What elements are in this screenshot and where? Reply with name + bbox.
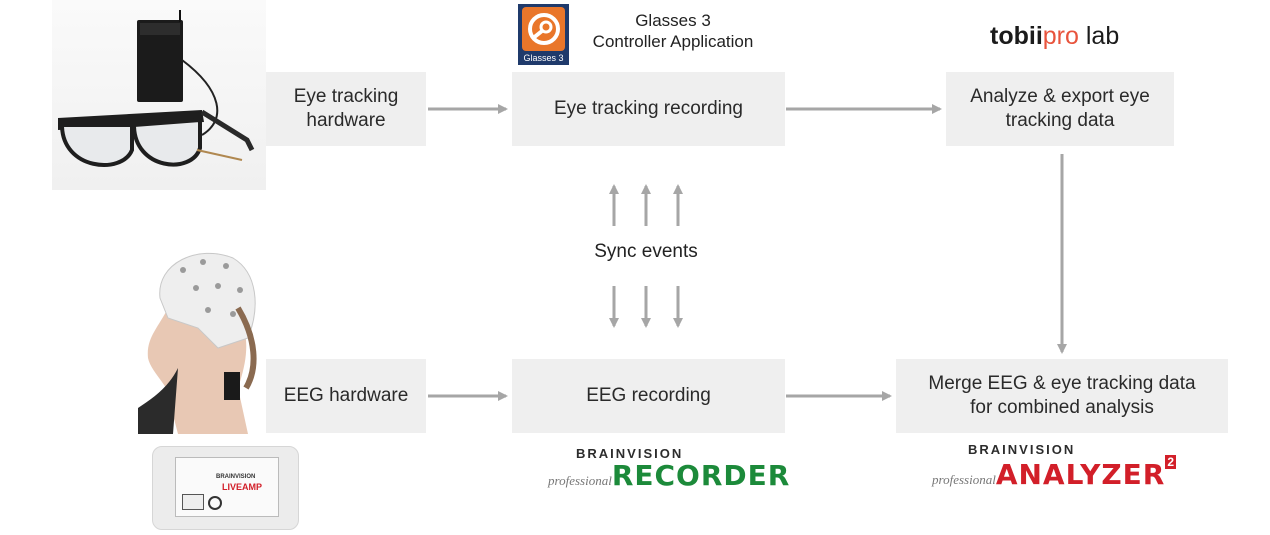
liveamp-brand: BRAINVISION <box>216 474 256 480</box>
eye-hw-line1: Eye tracking <box>293 86 399 107</box>
eye-rec-line1: Eye tracking recording <box>553 98 744 119</box>
analyzer-name: ANALYZER <box>995 458 1166 491</box>
merge-line1: Merge EEG & eye tracking data <box>928 373 1196 394</box>
liveamp-name: LIVEAMP <box>222 482 263 492</box>
glasses3-icon-label: Glasses 3 <box>523 53 564 63</box>
analyzer-brand: BRAINVISION <box>968 442 1076 457</box>
eye-tracking-glasses-image <box>52 0 266 190</box>
tobii-pro-word: pro <box>1042 22 1079 50</box>
box-analyze-export: Analyze & export eye tracking data <box>946 72 1174 146</box>
eeg-cap-head-image <box>138 248 260 434</box>
box-eye-tracking-hardware: Eye tracking hardware <box>266 72 426 146</box>
recorder-prefix: professional <box>548 473 612 488</box>
merge-line2: for combined analysis <box>970 397 1154 418</box>
box-eeg-recording: EEG recording <box>512 359 785 433</box>
analyzer-prefix: professional <box>932 472 996 487</box>
analyzer-version: 2 <box>1165 455 1177 469</box>
eeg-hw-line1: EEG hardware <box>283 385 409 406</box>
analyze-line1: Analyze & export eye <box>970 86 1150 107</box>
box-merge: Merge EEG & eye tracking data for combin… <box>896 359 1228 433</box>
sync-events-label: Sync events <box>594 241 698 262</box>
eye-hw-line2: hardware <box>306 110 386 131</box>
glasses3-app-icon: Glasses 3 <box>518 4 569 65</box>
glasses3-caption-line1: Glasses 3 <box>635 11 711 30</box>
tobii-pro-lab-logo: tobiipro lab <box>990 22 1119 51</box>
liveamp-device-image: BRAINVISION LIVEAMP <box>152 446 299 530</box>
analyze-line2: tracking data <box>1005 110 1115 131</box>
box-eye-tracking-recording: Eye tracking recording <box>512 72 785 146</box>
glasses3-app-caption: Glasses 3 Controller Application <box>578 10 768 52</box>
recorder-name: RECORDER <box>611 459 791 492</box>
recorder-brand: BRAINVISION <box>576 446 684 461</box>
tobii-word: tobii <box>990 22 1043 50</box>
tobii-lab-word: lab <box>1085 22 1120 50</box>
box-eeg-hardware: EEG hardware <box>266 359 426 433</box>
brainvision-recorder-logo: BRAINVISION professionalRECORDER <box>548 446 790 492</box>
eeg-rec-line1: EEG recording <box>586 385 711 406</box>
glasses3-caption-line2: Controller Application <box>592 32 754 51</box>
liveamp-screen: BRAINVISION LIVEAMP <box>175 457 279 517</box>
